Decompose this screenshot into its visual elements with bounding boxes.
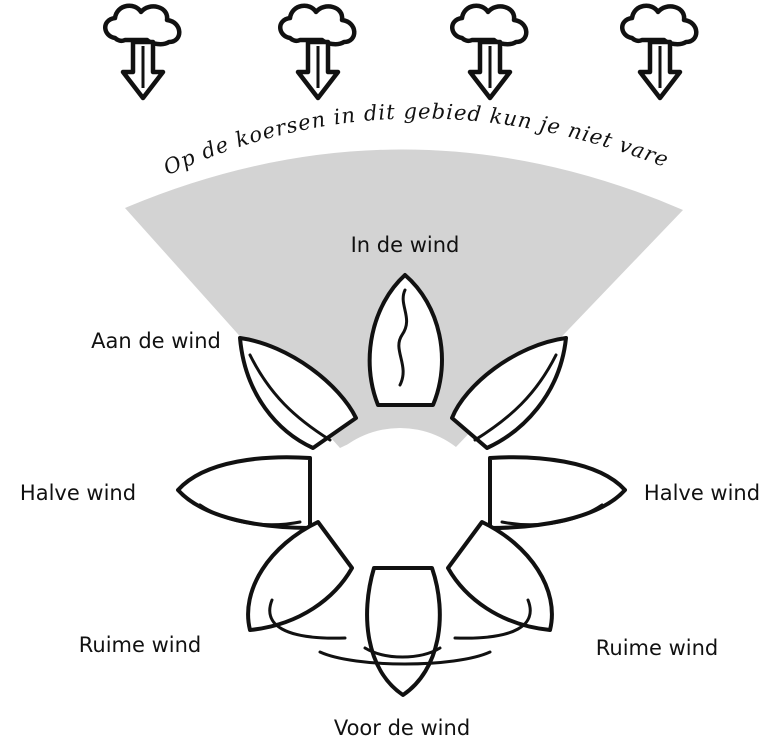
wind-icon-row (105, 6, 696, 98)
label-aan-de-wind: Aan de wind (91, 329, 221, 353)
wind-cloud-arrow-icon (452, 6, 526, 98)
label-ruime-wind-left: Ruime wind (79, 633, 202, 657)
label-in-de-wind: In de wind (351, 233, 460, 257)
boat-halve-wind-left (178, 457, 310, 528)
wind-cloud-arrow-icon (622, 6, 696, 98)
wind-cloud-arrow-icon (105, 6, 179, 98)
wind-cloud-arrow-icon (280, 6, 354, 98)
label-voor-de-wind: Voor de wind (334, 716, 470, 740)
boat-halve-wind-right (490, 457, 625, 528)
label-halve-wind-right: Halve wind (644, 481, 760, 505)
label-halve-wind-left: Halve wind (20, 481, 136, 505)
label-ruime-wind-right: Ruime wind (596, 636, 719, 660)
